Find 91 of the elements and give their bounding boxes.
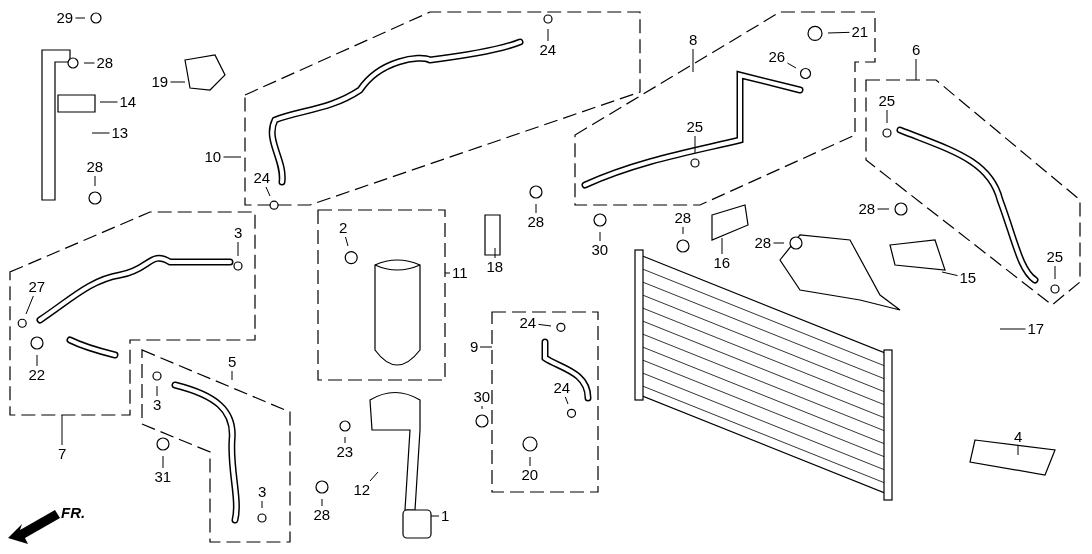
callout-number: 28 bbox=[526, 214, 546, 230]
callout-number: 3 bbox=[233, 225, 244, 241]
leader-line bbox=[321, 498, 323, 507]
callout-number: 25 bbox=[685, 119, 705, 135]
callout-number: 31 bbox=[153, 469, 173, 485]
leader-line bbox=[162, 455, 164, 469]
leader-line bbox=[494, 247, 496, 259]
leader-line bbox=[564, 396, 569, 405]
leader-line bbox=[231, 370, 233, 381]
leader-line bbox=[170, 81, 186, 83]
leader-line bbox=[91, 132, 110, 134]
leader-line bbox=[479, 346, 493, 348]
callout-number: 12 bbox=[352, 482, 372, 498]
callout-number: 28 bbox=[753, 235, 773, 251]
callout-number: 15 bbox=[958, 270, 978, 286]
callout-number: 4 bbox=[1013, 429, 1024, 445]
callout-number: 3 bbox=[152, 397, 163, 413]
leader-line bbox=[535, 203, 537, 214]
leader-line bbox=[1017, 445, 1019, 456]
callout-number: 22 bbox=[27, 367, 47, 383]
leader-line bbox=[692, 48, 694, 73]
leader-line bbox=[237, 241, 239, 257]
callout-number: 1 bbox=[440, 508, 451, 524]
callout-number: 28 bbox=[95, 55, 115, 71]
leader-line bbox=[999, 328, 1026, 330]
callout-number: 21 bbox=[850, 24, 870, 40]
callout-number: 28 bbox=[312, 507, 332, 523]
callout-number: 23 bbox=[335, 444, 355, 460]
leader-line bbox=[94, 175, 96, 187]
callout-number: 28 bbox=[857, 201, 877, 217]
leader-line bbox=[827, 31, 850, 34]
callout-number: 30 bbox=[590, 242, 610, 258]
leader-line bbox=[99, 101, 118, 103]
callout-number: 24 bbox=[518, 315, 538, 331]
callout-number: 17 bbox=[1026, 321, 1046, 337]
leader-line bbox=[83, 62, 95, 64]
leader-line bbox=[61, 414, 63, 446]
callout-number: 16 bbox=[712, 255, 732, 271]
callout-number: 25 bbox=[877, 93, 897, 109]
leader-line bbox=[599, 231, 601, 242]
callout-number: 18 bbox=[485, 259, 505, 275]
leader-line bbox=[481, 405, 483, 410]
leader-line bbox=[886, 109, 888, 124]
leader-line bbox=[223, 156, 242, 158]
leader-line bbox=[547, 28, 549, 42]
callout-number: 5 bbox=[227, 354, 238, 370]
callout-number: 24 bbox=[538, 42, 558, 58]
callout-number: 6 bbox=[911, 42, 922, 58]
leader-line bbox=[261, 500, 263, 509]
leader-line bbox=[941, 271, 958, 277]
callout-number: 29 bbox=[55, 10, 75, 26]
leader-line bbox=[430, 515, 440, 517]
leader-line bbox=[721, 237, 723, 255]
callout-number: 24 bbox=[552, 380, 572, 396]
leader-line bbox=[156, 385, 158, 397]
leader-line bbox=[1054, 265, 1056, 280]
callout-number: 10 bbox=[203, 149, 223, 165]
callout-number: 2 bbox=[338, 220, 349, 236]
callout-number: 26 bbox=[767, 49, 787, 65]
callout-number: 8 bbox=[688, 32, 699, 48]
leader-line bbox=[682, 226, 684, 235]
callout-number: 13 bbox=[110, 125, 130, 141]
leader-line bbox=[369, 471, 379, 482]
callout-number: 3 bbox=[257, 484, 268, 500]
callout-number: 20 bbox=[520, 467, 540, 483]
callout-number: 7 bbox=[57, 446, 68, 462]
callout-number: 28 bbox=[85, 159, 105, 175]
leader-line bbox=[877, 208, 890, 210]
leader-line bbox=[773, 242, 785, 244]
direction-label: FR. bbox=[60, 505, 87, 521]
callout-number: 11 bbox=[451, 265, 469, 281]
callout-number: 24 bbox=[252, 170, 272, 186]
leader-line bbox=[538, 323, 552, 327]
leader-line bbox=[444, 272, 451, 274]
leader-line bbox=[787, 62, 797, 69]
callout-number: 28 bbox=[673, 210, 693, 226]
leader-line bbox=[915, 58, 917, 81]
callout-number: 14 bbox=[118, 94, 138, 110]
leader-line bbox=[75, 17, 86, 19]
leader-line bbox=[345, 236, 349, 247]
callout-number: 9 bbox=[469, 339, 480, 355]
leader-line bbox=[265, 186, 271, 197]
callout-number: 25 bbox=[1045, 249, 1065, 265]
leader-line bbox=[344, 436, 346, 444]
callout-number: 30 bbox=[472, 389, 492, 405]
callout-number: 27 bbox=[27, 279, 47, 295]
leader-line bbox=[529, 456, 531, 467]
leader-line bbox=[36, 354, 38, 367]
leader-line bbox=[694, 135, 696, 154]
callout-number: 19 bbox=[150, 74, 170, 90]
leader-line bbox=[25, 295, 34, 315]
